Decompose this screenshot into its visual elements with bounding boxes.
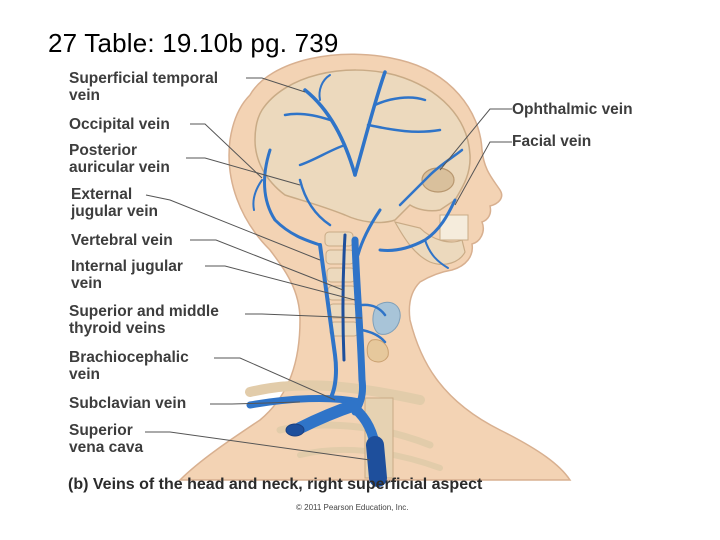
label-superficial-temporal-vein: Superficial temporal vein [69, 70, 219, 104]
label-brachiocephalic-vein: Brachiocephalic vein [69, 349, 189, 383]
label-ophthalmic-vein: Ophthalmic vein [512, 101, 633, 118]
label-subclavian-vein: Subclavian vein [69, 395, 187, 412]
label-posterior-auricular-vein: Posterior auricular vein [69, 142, 170, 176]
label-vertebral-vein: Vertebral vein [71, 232, 173, 249]
label-facial-vein: Facial vein [512, 133, 592, 150]
label-occipital-vein: Occipital vein [69, 116, 170, 133]
clavicle [245, 380, 425, 405]
label-superior-vena-cava: Superior vena cava [69, 422, 144, 456]
eye-orbit [421, 167, 455, 193]
leader-lines [145, 77, 512, 461]
label-internal-jugular-vein: Internal jugular vein [71, 258, 183, 292]
figure-caption: (b) Veins of the head and neck, right su… [68, 476, 483, 493]
mandible [393, 221, 466, 265]
vein-cross-section [285, 423, 305, 437]
label-thyroid-veins: Superior and middle thyroid veins [69, 303, 219, 337]
label-external-jugular-vein: External jugular vein [71, 186, 158, 220]
larynx [366, 339, 389, 363]
teeth [439, 214, 469, 241]
copyright-credit: © 2011 Pearson Education, Inc. [296, 503, 409, 512]
veins [246, 70, 464, 487]
slide-title: 27 Table: 19.10b pg. 739 [48, 28, 339, 58]
